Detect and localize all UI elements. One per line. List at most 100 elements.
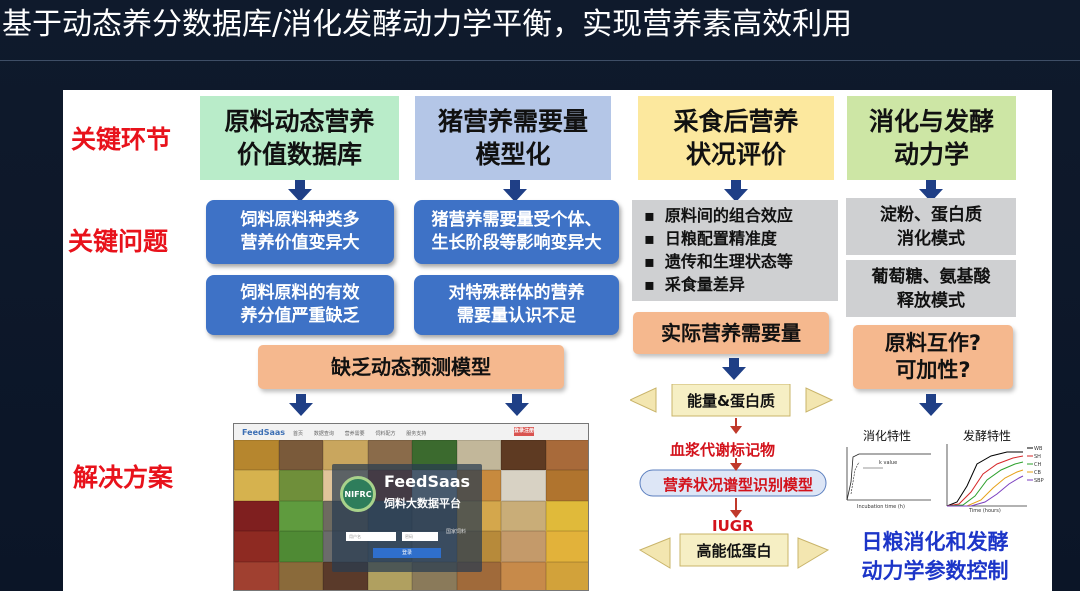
header-line: 价值数据库 xyxy=(236,140,362,169)
digestion-mode-box: 淀粉、蛋白质 消化模式 xyxy=(846,198,1016,255)
feedsaas-website-screenshot: FeedSaas 首页 数据查询 营养需要 饲料配方 服务支持 登录注册 xyxy=(233,423,589,591)
digestion-x-axis-label: Incubation time (h) xyxy=(857,504,905,510)
feed-photo xyxy=(234,500,279,532)
feed-photo xyxy=(545,470,588,501)
header-line: 消化与发酵 xyxy=(868,107,994,136)
series-line-sbp xyxy=(947,475,1024,507)
feed-photo xyxy=(545,531,588,562)
ribbon-body xyxy=(679,533,789,567)
down-arrow-icon xyxy=(724,180,748,202)
website-nav-item: 数据查询 xyxy=(313,430,334,437)
digestion-curve-fit xyxy=(850,461,860,495)
problem-line: 生长阶段等影响变异大 xyxy=(431,233,602,253)
feed-photo xyxy=(278,440,323,471)
release-mode-box: 葡萄糖、氨基酸 释放模式 xyxy=(846,260,1016,317)
kinetics-control-conclusion: 日粮消化和发酵 动力学参数控制 xyxy=(845,528,1025,586)
problem-box: 对特殊群体的营养 需要量认识不足 xyxy=(414,275,619,335)
website-nav-item: 营养需要 xyxy=(344,430,365,437)
ribbon-right-tail xyxy=(797,537,830,569)
legend-label: SH xyxy=(1034,454,1041,460)
fermentation-chart-title: 发酵特性 xyxy=(963,429,1012,443)
website-logo: FeedSaas xyxy=(242,427,286,437)
feed-photo xyxy=(234,440,279,471)
series-line-sh xyxy=(946,455,1024,507)
header-post-feeding-evaluation: 采食后营养 状况评价 xyxy=(638,96,834,180)
factor-list: 原料间的组合效应 日粮配置精准度 遗传和生理状态等 采食量差异 xyxy=(632,200,838,301)
feed-photo xyxy=(234,561,279,590)
website-login-button: 登录注册 xyxy=(514,427,535,436)
gray-box-line: 释放模式 xyxy=(897,290,965,311)
profile-recognition-model-label: 营养状况谱型识别模型 xyxy=(662,476,813,494)
gray-box-line: 消化模式 xyxy=(897,228,965,249)
problem-line: 猪营养需要量受个体、 xyxy=(431,210,602,230)
content-panel: 关键环节 关键问题 解决方案 原料动态营养 价值数据库 猪营养需要量 模型化 采… xyxy=(63,90,1052,591)
flow-arrow-icon xyxy=(730,458,742,471)
feed-photo xyxy=(545,561,588,590)
feed-photo xyxy=(278,470,323,501)
problem-box: 饲料原料的有效 养分值严重缺乏 xyxy=(206,275,394,335)
factor-item: 遗传和生理状态等 xyxy=(644,250,838,273)
series-line-ch xyxy=(946,461,1024,507)
ribbon-left-tail xyxy=(630,387,657,413)
header-line: 采食后营养 xyxy=(673,107,799,136)
feed-photo xyxy=(278,500,323,532)
down-arrow-icon xyxy=(505,394,529,416)
feed-photo xyxy=(501,500,546,532)
plasma-metabolite-label: 血浆代谢标记物 xyxy=(670,441,776,459)
down-arrow-icon xyxy=(288,180,312,202)
question-line: 原料互作? xyxy=(884,331,982,355)
feedsaas-seal-logo: NIFRC xyxy=(340,476,376,512)
fermentation-x-axis-label: Time (hours) xyxy=(969,508,1001,514)
down-arrow-icon xyxy=(919,394,943,416)
problem-box: 猪营养需要量受个体、 生长阶段等影响变异大 xyxy=(414,200,619,264)
gray-box-line: 葡萄糖、氨基酸 xyxy=(871,266,991,287)
legend-label: CB xyxy=(1034,470,1041,476)
feed-photo xyxy=(234,531,279,562)
digestion-chart-title: 消化特性 xyxy=(863,429,912,443)
header-digestion-fermentation-kinetics: 消化与发酵 动力学 xyxy=(847,96,1016,180)
website-nav-item: 服务支持 xyxy=(406,430,427,437)
legend-label: WB xyxy=(1034,446,1043,452)
feed-photo xyxy=(501,561,546,590)
header-raw-material-database: 原料动态营养 价值数据库 xyxy=(200,96,399,180)
iugr-label: IUGR xyxy=(712,517,754,535)
feed-photo xyxy=(278,531,323,562)
flow-arrow-icon xyxy=(730,498,742,518)
feed-photo xyxy=(545,500,588,532)
gray-box-line: 淀粉、蛋白质 xyxy=(880,204,982,225)
interaction-question-box: 原料互作? 可加性? xyxy=(853,325,1013,389)
shared-problem-box: 缺乏动态预测模型 xyxy=(258,345,564,389)
problem-box: 饲料原料种类多 营养价值变异大 xyxy=(206,200,394,264)
actual-requirement-box: 实际营养需要量 xyxy=(633,312,829,354)
website-nav: 首页 数据查询 营养需要 饲料配方 服务支持 xyxy=(285,428,426,437)
website-brand: FeedSaas xyxy=(384,472,471,491)
website-submit-button: 登录 xyxy=(373,548,441,558)
conclusion-line: 动力学参数控制 xyxy=(861,559,1009,583)
fermentation-curve-chart xyxy=(946,444,1033,507)
problem-line: 饲料原料种类多 xyxy=(240,210,360,230)
row-label-key-problem: 关键问题 xyxy=(68,227,169,256)
problem-line: 养分值严重缺乏 xyxy=(240,306,360,326)
slide-title: 基于动态养分数据库/消化发酵动力学平衡，实现营养素高效利用 xyxy=(2,7,853,42)
feed-photo xyxy=(234,470,279,501)
factor-item: 原料间的组合效应 xyxy=(644,204,838,227)
header-line: 动力学 xyxy=(893,140,969,169)
website-login-panel: NIFRC FeedSaas 饲料大数据平台 用户名 密码 登录 国家饲料 xyxy=(332,464,482,572)
row-label-solution: 解决方案 xyxy=(73,463,174,492)
problem-line: 对特殊群体的营养 xyxy=(448,283,585,303)
website-header: FeedSaas 首页 数据查询 营养需要 饲料配方 服务支持 登录注册 xyxy=(234,424,588,440)
digestion-curve xyxy=(846,453,931,501)
nutrition-flow-diagram xyxy=(630,384,834,569)
title-divider xyxy=(0,60,1080,61)
conclusion-line: 日粮消化和发酵 xyxy=(861,530,1009,554)
website-nav-item: 首页 xyxy=(293,430,304,437)
website-corner-logo: 国家饲料 xyxy=(446,529,467,535)
feed-photo xyxy=(501,440,546,471)
down-arrow-icon xyxy=(289,394,313,416)
high-energy-low-protein-ribbon-label: 高能低蛋白 xyxy=(696,541,772,560)
k-value-label: k value xyxy=(879,460,898,466)
problem-line: 饲料原料的有效 xyxy=(240,283,360,303)
problem-line: 营养价值变异大 xyxy=(240,233,360,253)
legend-label: CH xyxy=(1034,462,1042,468)
problem-line: 需要量认识不足 xyxy=(457,306,576,326)
